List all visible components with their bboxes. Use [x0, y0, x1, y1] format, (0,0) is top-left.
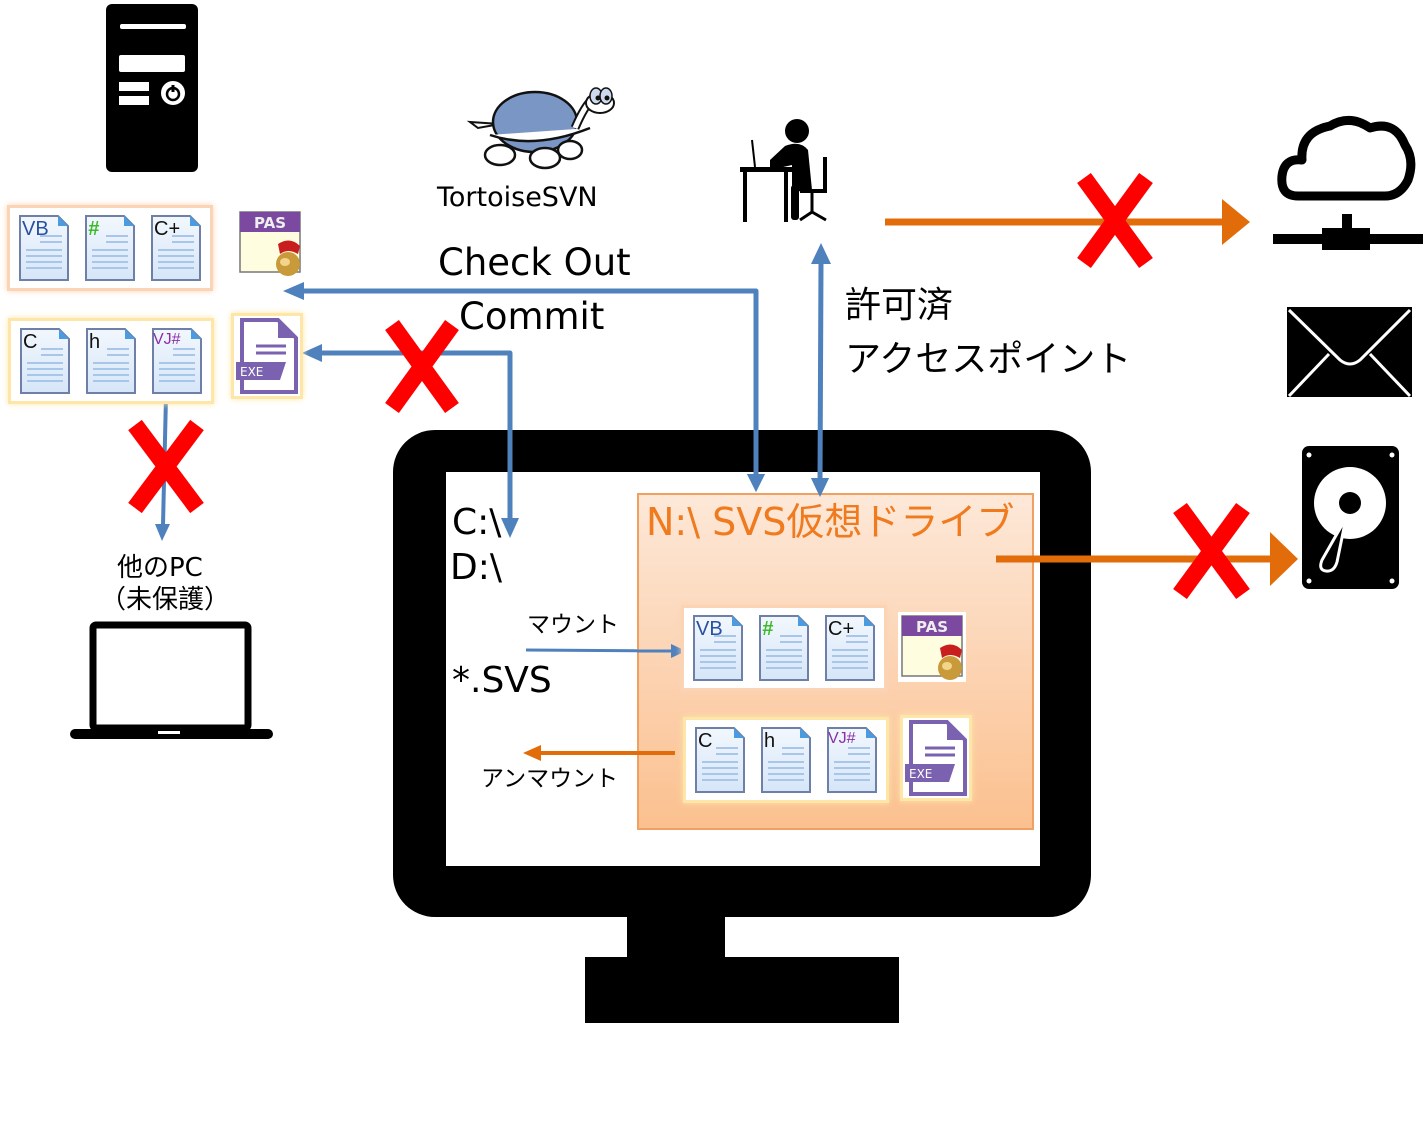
document-page-icon [693, 615, 743, 681]
file-type-glyph: C [698, 730, 713, 752]
file-type-glyph: C+ [828, 618, 855, 640]
file-type-glyph: VJ# [828, 730, 856, 747]
pas-file-drive: PAS [898, 612, 966, 682]
source-file-icon-h: h [85, 327, 137, 395]
source-file-icon-c: C [694, 726, 746, 794]
svs-file-label: *.SVS [452, 660, 552, 701]
mount-label: マウント [527, 612, 619, 638]
hard-disk-icon [1302, 446, 1399, 589]
unmount-label: アンマウント [481, 766, 619, 792]
source-file-icon-vb: VB [18, 214, 70, 282]
document-page-icon [19, 215, 69, 281]
source-file-icon-vjx: VJ# [826, 726, 878, 794]
pascal-file-icon: PAS [239, 211, 301, 276]
exe-file-drive: EXE [903, 718, 969, 798]
mail-icon [1287, 307, 1412, 398]
file-type-glyph: # [762, 618, 774, 640]
server-tower-icon [106, 4, 198, 172]
drive-file-group-source-b: C h [686, 720, 886, 800]
source-file-icon-x: # [758, 614, 810, 682]
document-page-icon [761, 727, 811, 793]
document-page-icon [152, 328, 202, 394]
approved-label-line1: 許可済 [845, 285, 954, 326]
blocked-mark [1077, 172, 1153, 269]
upload-to-cloud-arrow [885, 199, 1250, 245]
user-at-desk-icon [740, 119, 827, 222]
source-file-icon-vb: VB [692, 614, 744, 682]
drive-file-group-source-a: VB # [684, 608, 884, 688]
commit-label: Commit [459, 295, 605, 338]
source-file-icon-vjx: VJ# [151, 327, 203, 395]
source-file-icon-cxx: C+ [824, 614, 876, 682]
file-type-glyph: VJ# [153, 331, 181, 348]
pas-text: PAS [254, 214, 286, 232]
file-type-glyph: C+ [154, 218, 181, 240]
tortoisesvn-label: TortoiseSVN [437, 182, 598, 213]
file-type-glyph: VB [22, 218, 49, 240]
exe-file-icon: EXE [905, 720, 967, 796]
tortoisesvn-logo [466, 87, 615, 170]
source-file-icon-h: h [760, 726, 812, 794]
file-type-glyph: h [89, 331, 101, 353]
drive-d-label: D:\ [450, 547, 502, 588]
document-page-icon [759, 615, 809, 681]
commit-to-c-arrow [302, 344, 519, 538]
pas-text: PAS [916, 618, 948, 636]
file-type-glyph: VB [696, 618, 723, 640]
laptop-icon [70, 621, 273, 739]
source-file-icon-x: # [84, 214, 136, 282]
file-group-source-a: VB # [10, 208, 210, 288]
source-file-icon-cxx: C+ [150, 214, 202, 282]
checkout-label: Check Out [438, 241, 631, 284]
cloud-network-icon [1273, 116, 1423, 250]
other-pc-label-line1: 他のPC [117, 553, 203, 583]
file-type-glyph: # [88, 218, 100, 240]
blocked-mark [385, 320, 459, 413]
document-page-icon [825, 615, 875, 681]
exe-text: EXE [909, 767, 932, 781]
document-page-icon [86, 328, 136, 394]
pas-file-left: PAS [238, 210, 302, 276]
drive-c-label: C:\ [452, 502, 502, 543]
file-type-glyph: h [764, 730, 776, 752]
document-page-icon [827, 727, 877, 793]
file-type-glyph: C [23, 331, 38, 353]
file-group-source-b: C h [11, 321, 211, 401]
document-page-icon [695, 727, 745, 793]
exe-file-icon: EXE [236, 318, 298, 394]
blocked-mark [1173, 502, 1250, 600]
virtual-drive-title: N:\ SVS仮想ドライブ [646, 500, 1015, 544]
exe-file-left: EXE [234, 316, 300, 396]
other-pc-label-line2: （未保護） [100, 585, 231, 615]
document-page-icon [85, 215, 135, 281]
pascal-file-icon: PAS [901, 615, 963, 680]
blocked-mark [128, 419, 204, 514]
approved-label-line2: アクセスポイント [845, 339, 1132, 380]
document-page-icon [151, 215, 201, 281]
source-file-icon-c: C [19, 327, 71, 395]
exe-text: EXE [240, 365, 263, 379]
document-page-icon [20, 328, 70, 394]
